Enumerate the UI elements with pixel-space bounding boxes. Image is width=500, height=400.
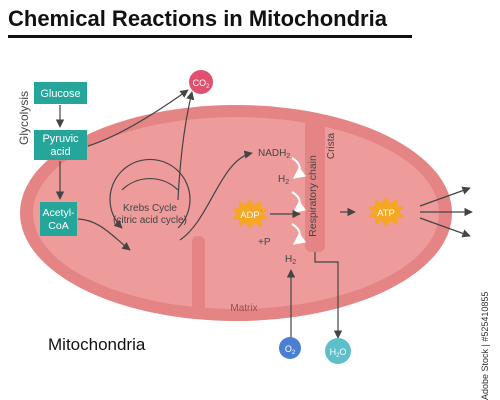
pyruvic-label-1: Pyruvic <box>42 133 79 145</box>
glucose-box: Glucose <box>34 82 87 104</box>
adp-burst <box>232 199 268 229</box>
arrow-krebs-co2 <box>177 91 195 201</box>
arrow-pyruvic-co2 <box>87 89 189 147</box>
page-title: Chemical Reactions in Mitochondria <box>8 6 412 38</box>
acetyl-label-2: CoA <box>48 220 68 232</box>
co2-molecule <box>189 70 213 94</box>
krebs-cycle-loop-top <box>121 177 179 191</box>
o2-label: O2 <box>285 344 296 356</box>
o2-molecule <box>279 337 301 359</box>
arrow-atp-out-1 <box>419 186 471 207</box>
plus-p-label: +P <box>258 237 271 248</box>
co2-label: CO2 <box>193 78 211 90</box>
white-arrow-1 <box>291 157 307 179</box>
matrix-fold <box>192 236 205 316</box>
white-arrow-3 <box>291 223 307 245</box>
matrix-label: Matrix <box>230 303 257 314</box>
arrow-acetyl-krebs <box>77 218 131 251</box>
acetyl-label-1: Acetyl- <box>42 207 75 219</box>
adp-label: ADP <box>240 210 260 221</box>
stock-id-text: Adobe Stock | #525410855 <box>480 291 490 400</box>
stock-watermark-strip: Adobe Stock | #525410855 <box>480 0 500 400</box>
arrow-chain-h2o <box>314 252 343 339</box>
h2-top-label: H2 <box>278 174 289 186</box>
krebs-label-2: (citric acid cycle) <box>113 215 187 226</box>
krebs-cycle-loop <box>109 158 191 229</box>
pyruvic-acid-box: Pyruvic acid <box>34 130 87 160</box>
glucose-label: Glucose <box>40 88 80 100</box>
pyruvic-label-2: acid <box>50 146 70 158</box>
atp-burst <box>368 197 404 227</box>
respiratory-chain-label: Respiratory chain <box>307 155 319 237</box>
arrow-atp-out-3 <box>419 217 471 238</box>
mitochondria-diagram: Glycolysis Glucose Pyruvic acid Acetyl- … <box>17 70 473 364</box>
glycolysis-label: Glycolysis <box>17 91 31 145</box>
h2-bottom-label: H2 <box>285 254 296 266</box>
acetyl-coa-box: Acetyl- CoA <box>40 202 77 236</box>
crista-fold <box>305 120 325 252</box>
nadh-label: NADH2 <box>258 148 290 160</box>
arrow-krebs-nadh <box>179 150 253 241</box>
atp-label: ATP <box>377 208 395 219</box>
h2o-label: H2O <box>330 347 347 359</box>
h2o-molecule <box>325 338 351 364</box>
mitochondria-label: Mitochondria <box>48 335 146 354</box>
krebs-label-1: Krebs Cycle <box>123 203 177 214</box>
crista-label: Crista <box>326 133 337 160</box>
